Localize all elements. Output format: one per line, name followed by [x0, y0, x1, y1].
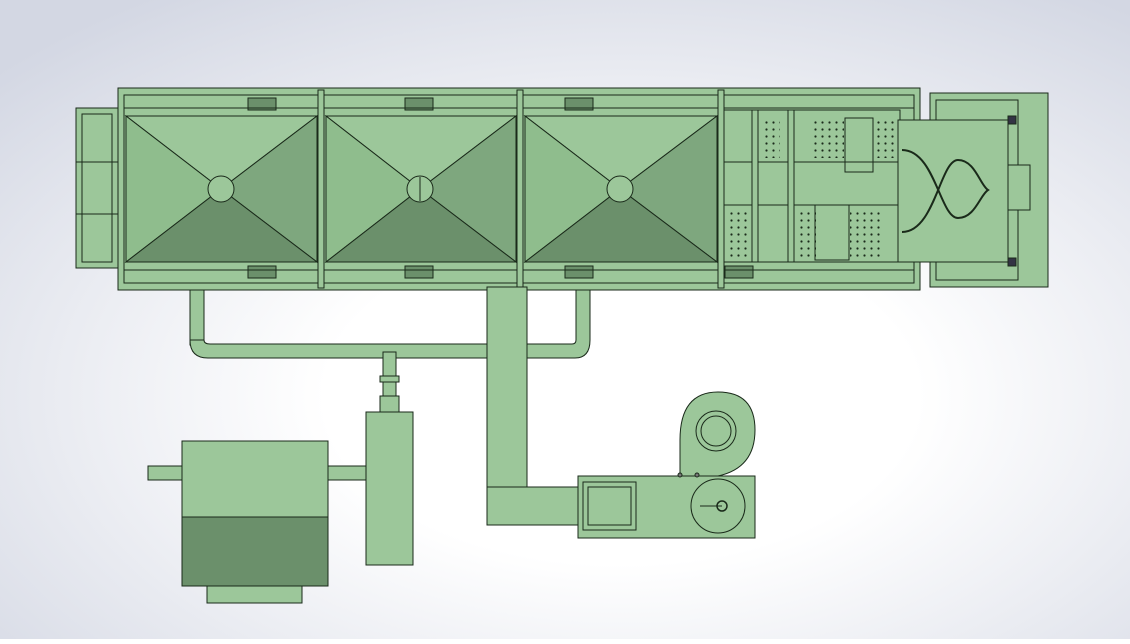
blower	[578, 392, 755, 538]
air-duct	[487, 287, 580, 525]
hopper-2	[326, 116, 516, 262]
hopper-1	[126, 116, 317, 262]
hopper-outlet	[607, 176, 633, 202]
discharge-box	[898, 116, 1016, 266]
hopper-3	[525, 116, 717, 262]
motor	[148, 441, 366, 603]
left-ladder	[76, 108, 118, 268]
perforated-section	[724, 110, 900, 262]
hopper-outlet	[208, 176, 234, 202]
filter-unit	[366, 396, 413, 565]
